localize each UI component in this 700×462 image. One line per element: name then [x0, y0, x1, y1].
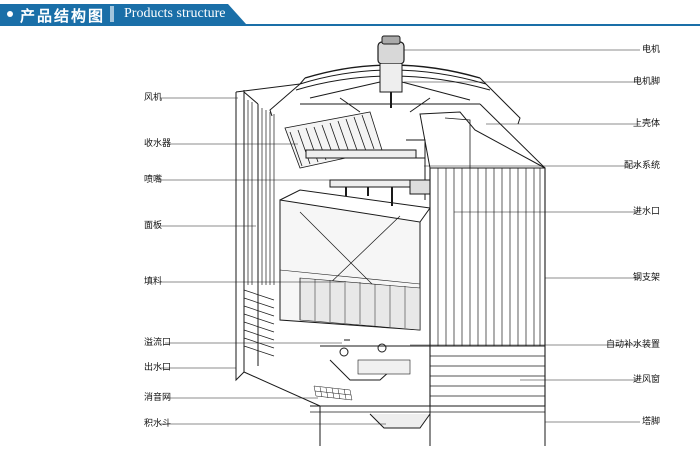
label-auto-makeup: 自动补水装置	[605, 340, 660, 350]
label-panel: 面板	[144, 221, 163, 231]
label-steel-frame: 钢支架	[632, 273, 660, 283]
motor-support	[300, 81, 480, 113]
label-motor-base: 电机脚	[632, 77, 660, 87]
label-distribution: 配水系统	[623, 161, 660, 171]
motor	[377, 35, 405, 108]
label-outlet: 出水口	[144, 363, 172, 373]
left-frame	[235, 83, 301, 372]
label-upper-casing: 上壳体	[632, 119, 660, 129]
silencer-mesh	[313, 385, 353, 401]
left-panel	[247, 100, 275, 285]
label-tower-leg: 塔脚	[641, 417, 660, 427]
right-panel	[429, 167, 546, 407]
header-banner: 产品结构图 Products structure	[0, 0, 700, 34]
header-bar-graphic	[0, 0, 700, 34]
header-title-cn: 产品结构图	[20, 7, 106, 25]
drift-eliminator	[284, 111, 383, 169]
label-sump: 积水斗	[144, 419, 172, 429]
label-overflow: 溢流口	[144, 338, 172, 348]
cooling-tower-drawing	[160, 35, 640, 446]
air-inlet-louver	[430, 345, 545, 397]
leader-lines-left	[160, 97, 386, 425]
leader-lines-right	[404, 49, 640, 423]
label-silencer-mesh: 消音网	[144, 393, 172, 403]
label-motor: 电机	[641, 45, 660, 55]
fill-media	[279, 189, 431, 331]
upper-casing	[419, 103, 546, 169]
left-louvers	[243, 289, 275, 357]
basin	[235, 368, 546, 446]
label-fill: 填料	[144, 277, 163, 287]
label-nozzle: 喷嘴	[144, 175, 163, 185]
label-fan: 风机	[144, 93, 163, 103]
label-inlet: 进水口	[632, 207, 660, 217]
label-drift-eliminator: 收水器	[144, 139, 172, 149]
cooling-tower-diagram: 风机 收水器 喷嘴 面板 填料 溢流口 出水口 消音网 积水斗 电机 电机脚 上…	[0, 30, 700, 458]
bottom-pipes	[320, 339, 430, 381]
header-title-en: Products structure	[124, 6, 226, 21]
label-air-inlet: 进风窗	[632, 375, 660, 385]
